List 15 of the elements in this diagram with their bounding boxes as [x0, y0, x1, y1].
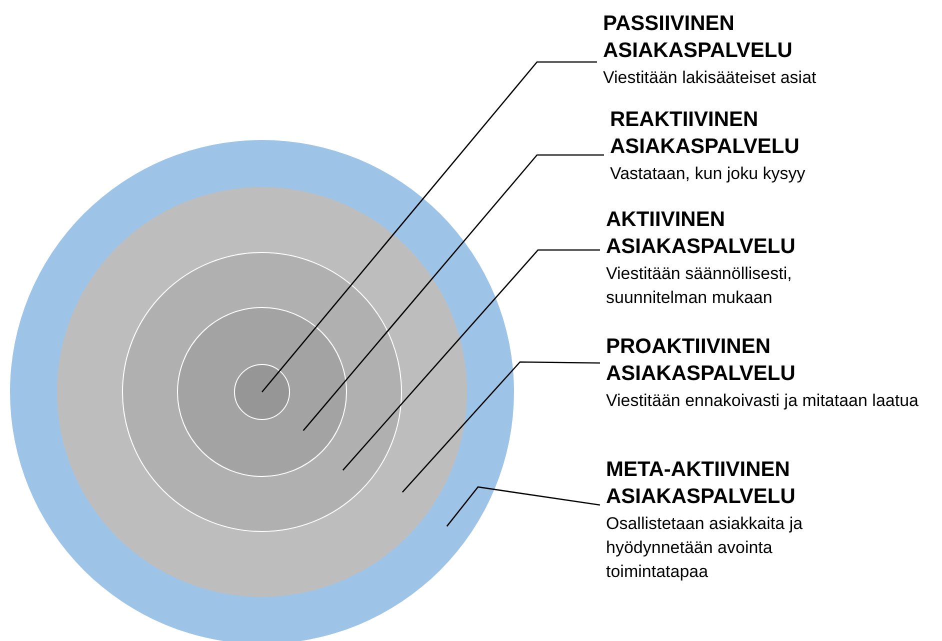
level-heading: AKTIIVINEN ASIAKASPALVELU [606, 207, 796, 260]
leader-line [446, 486, 600, 527]
leader-line [402, 361, 600, 493]
level-description: Viestitään ennakoivasti ja mitataan laatua [606, 390, 920, 412]
level-description: Vastataan, kun joku kysyy [610, 163, 806, 185]
leader-line [262, 61, 597, 392]
level-heading: PASSIIVINEN ASIAKASPALVELU [603, 11, 794, 64]
level-description: Osallistetaan asiakkaita ja hyödynnetään avointa toimintatapaa [606, 513, 804, 583]
level-heading: REAKTIIVINEN ASIAKASPALVELU [610, 107, 800, 160]
level-heading: META-AKTIIVINEN ASIAKASPALVELU [606, 457, 796, 510]
level-heading: PROAKTIIVINEN ASIAKASPALVELU [606, 334, 796, 387]
level-description: Viestitään säännöllisesti, suunnitelman mukaan [606, 263, 793, 309]
level-description: Viestitään lakisääteiset asiat [603, 67, 818, 89]
leader-line [342, 249, 600, 471]
leader-line [302, 154, 604, 431]
